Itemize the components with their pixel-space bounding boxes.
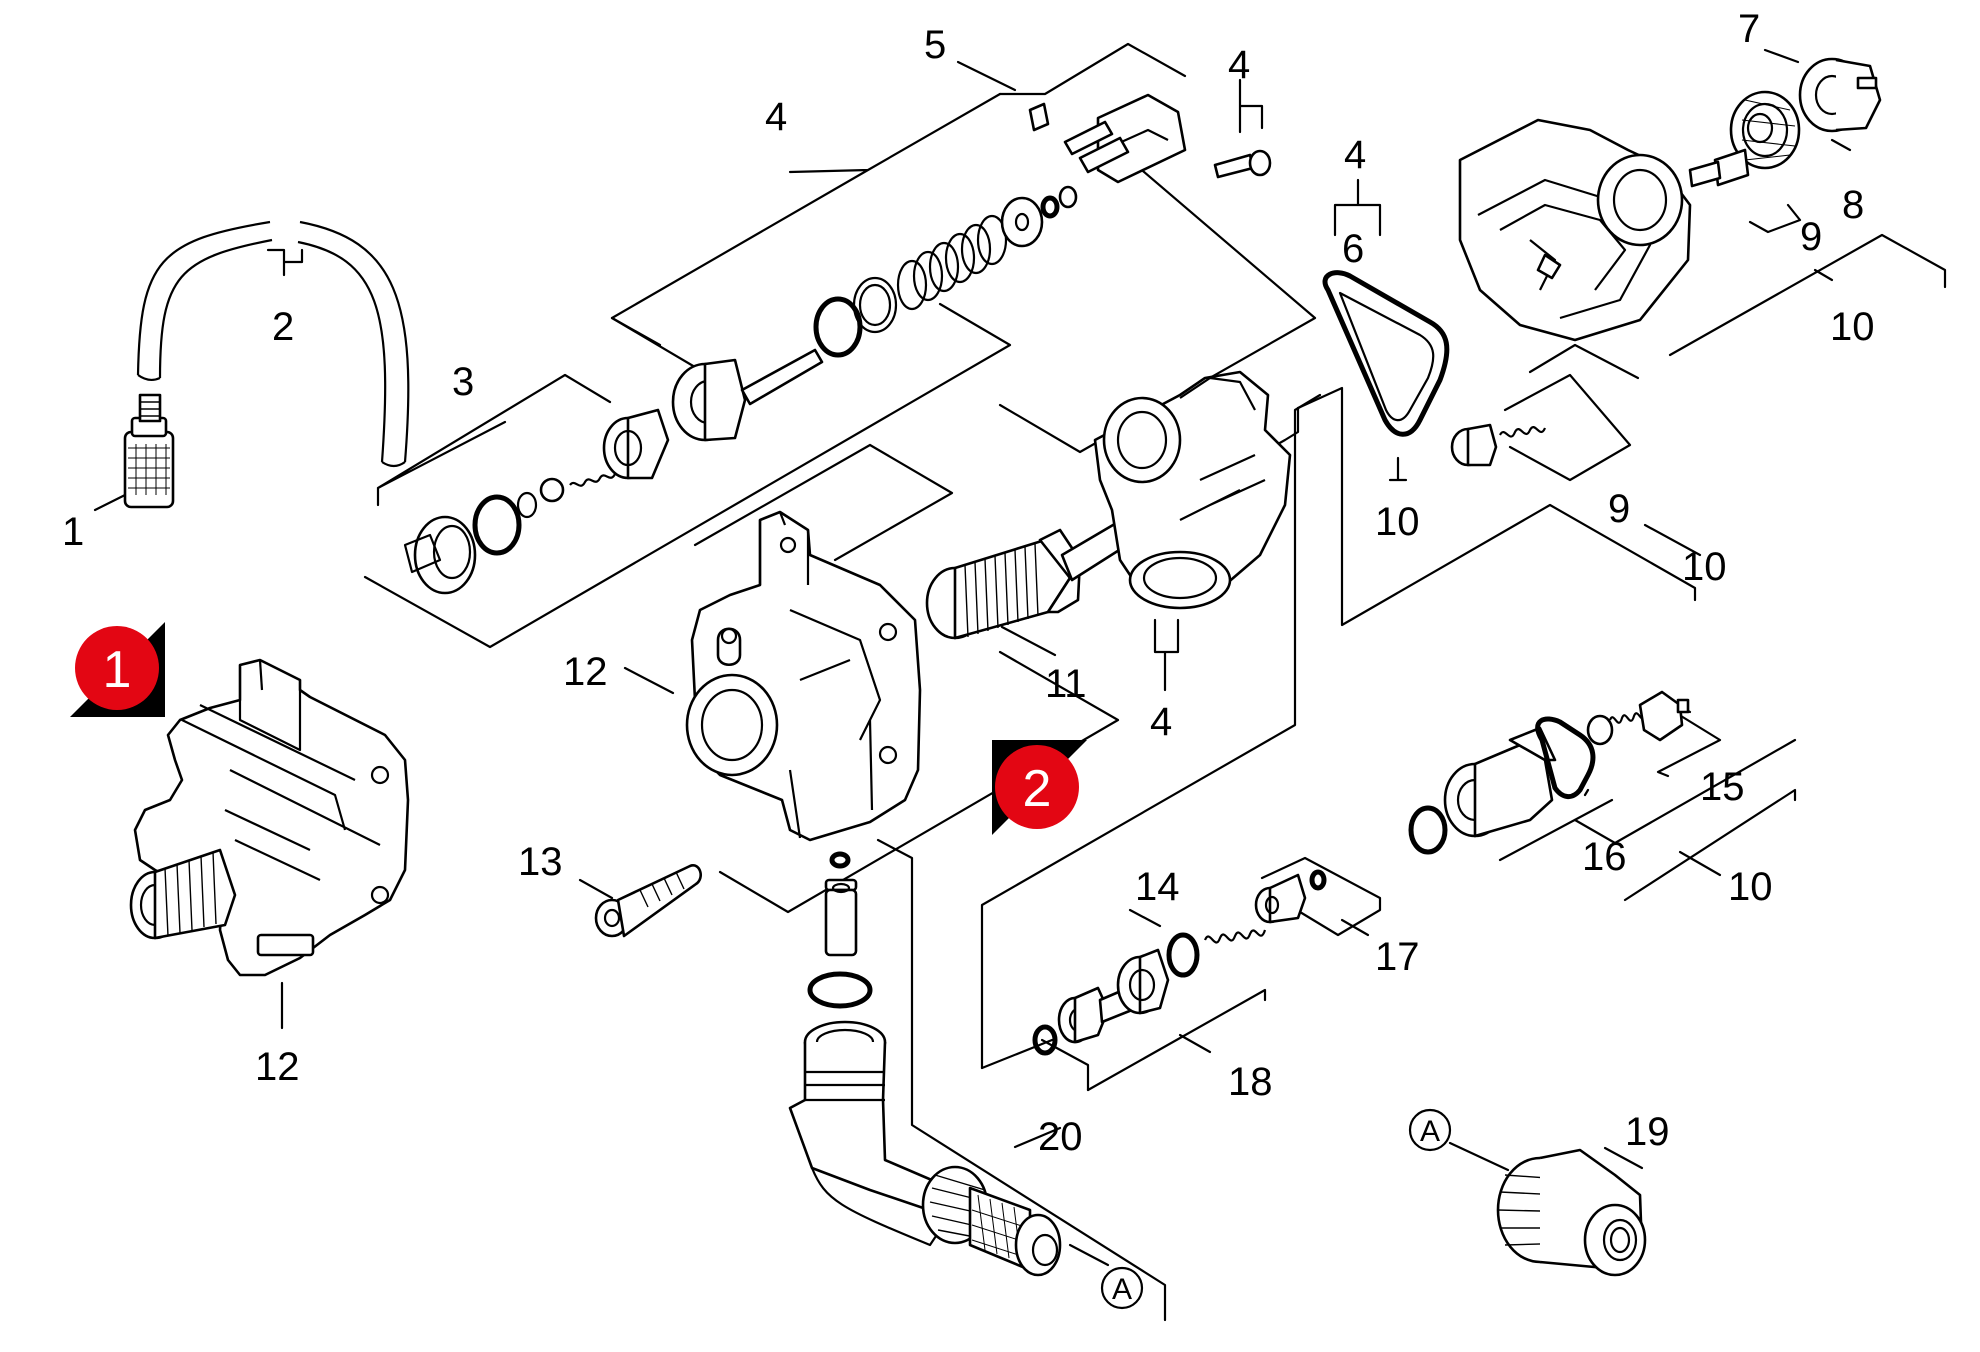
callout-9-mid: 9 xyxy=(1608,487,1630,531)
callout-10-lower: 10 xyxy=(1728,865,1773,909)
leader-lines xyxy=(93,42,1947,1322)
callout-11: 11 xyxy=(1045,662,1087,706)
part-5-clip xyxy=(1028,102,1050,132)
callout-9-top: 9 xyxy=(1800,215,1822,259)
callout-13: 13 xyxy=(518,840,563,884)
part-8-bearing xyxy=(1729,90,1801,170)
callout-6: 6 xyxy=(1342,227,1364,271)
part-2-hose xyxy=(136,220,410,468)
part-19-hose-coupling xyxy=(1496,1148,1647,1277)
callout-4-main: 4 xyxy=(765,95,787,139)
callout-19: 19 xyxy=(1625,1110,1670,1154)
callout-2: 2 xyxy=(272,305,294,349)
part-17-nozzle xyxy=(1254,869,1327,924)
callout-14: 14 xyxy=(1135,865,1180,909)
callout-5: 5 xyxy=(924,23,946,67)
reference-a-bottom-label: A xyxy=(1112,1273,1132,1306)
callout-4-top: 4 xyxy=(1228,43,1250,87)
reference-a-bottom: A xyxy=(1100,1266,1144,1310)
callout-12-lower: 12 xyxy=(255,1045,300,1089)
callout-17: 17 xyxy=(1375,935,1420,979)
callout-18: 18 xyxy=(1228,1060,1273,1104)
callout-16: 16 xyxy=(1582,835,1627,879)
reference-markers: A A xyxy=(1100,1108,1452,1310)
part-18-piston xyxy=(1032,932,1200,1056)
part-7-cap xyxy=(1798,57,1882,133)
reference-a-right: A xyxy=(1408,1108,1452,1152)
badge-1-circle xyxy=(75,626,159,710)
callout-3: 3 xyxy=(452,360,474,404)
callout-1: 1 xyxy=(62,510,84,554)
callout-12-upper: 12 xyxy=(563,650,608,694)
part-9-valve-stem xyxy=(1688,148,1750,188)
callout-labels: 1 2 3 4 5 4 4 6 7 8 9 10 10 9 10 11 4 12… xyxy=(62,7,1875,1159)
badge-1-label: 1 xyxy=(103,641,132,699)
badge-2-label: 2 xyxy=(1023,760,1052,818)
part-11-threaded-fitting xyxy=(925,528,1082,640)
variant-badge-2: 2 xyxy=(992,740,1087,835)
callout-20: 20 xyxy=(1038,1115,1083,1159)
callout-10-mid: 10 xyxy=(1682,545,1727,589)
part-16-valve-housing xyxy=(1408,690,1690,855)
part-6-seal xyxy=(1322,270,1450,437)
callout-4-elbow: 4 xyxy=(1150,700,1172,744)
callout-8: 8 xyxy=(1842,183,1864,227)
part-13-screw xyxy=(594,864,702,938)
small-pin-assembly xyxy=(807,851,873,1009)
part-20-suction-pipe xyxy=(788,1020,1062,1277)
part-4-screw-top xyxy=(1213,149,1272,179)
reference-a-right-label: A xyxy=(1420,1115,1440,1148)
badge-2-circle xyxy=(995,745,1079,829)
part-9-nut-spring xyxy=(1450,423,1547,467)
valve-holder-bracket xyxy=(1063,93,1187,184)
callout-10-seal: 10 xyxy=(1375,500,1420,544)
part-14-spring xyxy=(1203,929,1267,944)
callout-4-seal: 4 xyxy=(1344,133,1366,177)
part-4-piston-assembly xyxy=(671,185,1078,442)
part-1-suction-filter xyxy=(123,393,175,509)
variant-badge-1: 1 xyxy=(70,622,165,717)
part-10-pump-head xyxy=(1458,118,1692,342)
part-3-valve-parts xyxy=(403,408,670,595)
part-12-pump-housing-variant xyxy=(129,658,410,977)
elbow-housing xyxy=(1060,370,1292,610)
callout-7: 7 xyxy=(1738,7,1760,51)
callout-10-top: 10 xyxy=(1830,305,1875,349)
callout-15: 15 xyxy=(1700,765,1745,809)
part-12-pump-housing xyxy=(685,510,922,842)
